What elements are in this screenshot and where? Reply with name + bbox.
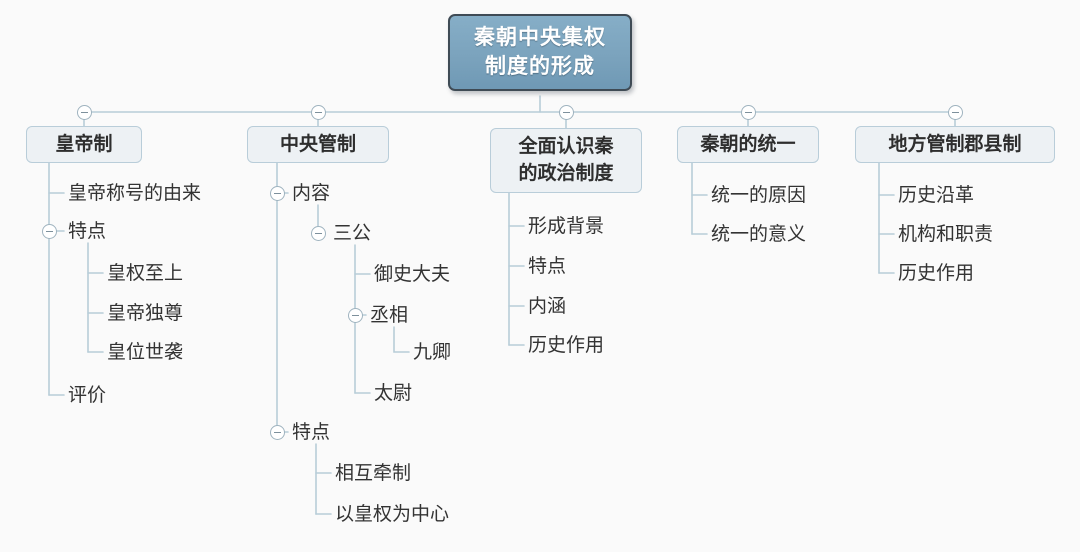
leaf-huangwei-shixi[interactable]: 皇位世袭 <box>107 341 184 363</box>
leaf-jigou-he-zhize[interactable]: 机构和职责 <box>898 223 994 245</box>
collapse-minus-icon-chengxiang[interactable] <box>348 308 363 323</box>
leaf-tongyi-yiyi[interactable]: 统一的意义 <box>711 223 807 245</box>
root-title-line-2: 制度的形成 <box>485 54 595 78</box>
leaf-chengxiang[interactable]: 丞相 <box>370 304 409 326</box>
collapse-minus-icon-sangong[interactable] <box>311 226 326 241</box>
leaf-xianghu-qianzhi[interactable]: 相互牵制 <box>335 462 412 484</box>
collapse-minus-icon-neirong[interactable] <box>270 186 285 201</box>
branch-label-line-1: 全面认识秦 <box>518 135 614 157</box>
branch-label: 秦朝的统一 <box>700 133 796 155</box>
collapse-minus-icon-tedian-2[interactable] <box>270 425 285 440</box>
leaf-tedian-1[interactable]: 特点 <box>68 220 107 242</box>
collapse-minus-icon-branch-2[interactable] <box>311 105 326 120</box>
root-title-line-1: 秦朝中央集权 <box>474 25 606 49</box>
leaf-pingjia[interactable]: 评价 <box>68 384 107 406</box>
root-node[interactable]: 秦朝中央集权 制度的形成 <box>448 14 632 91</box>
collapse-minus-icon-branch-4[interactable] <box>741 105 756 120</box>
branch-label: 中央管制 <box>279 133 356 155</box>
branch-node-zhongyang-guanzhi[interactable]: 中央管制 <box>247 126 389 163</box>
leaf-jiuqing[interactable]: 九卿 <box>413 341 452 363</box>
leaf-tedian-3[interactable]: 特点 <box>528 255 567 277</box>
leaf-neihan[interactable]: 内涵 <box>528 295 567 317</box>
branch-label-line-2: 的政治制度 <box>518 162 614 184</box>
leaf-huangquan-zhishang[interactable]: 皇权至上 <box>107 262 184 284</box>
leaf-yi-huangquan-wei-zhongxin[interactable]: 以皇权为中心 <box>335 503 450 525</box>
leaf-tedian-2[interactable]: 特点 <box>292 421 331 443</box>
collapse-minus-icon-tedian-1[interactable] <box>42 224 57 239</box>
branch-node-difang-guanzhi-junxianzhi[interactable]: 地方管制郡县制 <box>855 126 1055 163</box>
branch-node-qinchao-tongyi[interactable]: 秦朝的统一 <box>677 126 819 163</box>
leaf-xingcheng-beijing[interactable]: 形成背景 <box>528 215 605 237</box>
collapse-minus-icon-branch-3[interactable] <box>559 105 574 120</box>
leaf-neirong[interactable]: 内容 <box>292 182 331 204</box>
leaf-lishi-zuoyong-2[interactable]: 历史作用 <box>898 262 975 284</box>
branch-node-huangdizhi[interactable]: 皇帝制 <box>26 126 142 163</box>
collapse-minus-icon-branch-5[interactable] <box>948 105 963 120</box>
leaf-lishi-zuoyong-1[interactable]: 历史作用 <box>528 334 605 356</box>
leaf-tongyi-yuanyin[interactable]: 统一的原因 <box>711 184 807 206</box>
leaf-lishi-yange[interactable]: 历史沿革 <box>898 184 975 206</box>
leaf-taiwei[interactable]: 太尉 <box>374 382 413 404</box>
branch-label: 地方管制郡县制 <box>888 133 1022 155</box>
leaf-huangdi-duzun[interactable]: 皇帝独尊 <box>107 302 184 324</box>
leaf-huangdi-chenghao-youlai[interactable]: 皇帝称号的由来 <box>68 182 202 204</box>
leaf-yushi-dafu[interactable]: 御史大夫 <box>374 263 451 285</box>
branch-node-quanmian-renshi-qin[interactable]: 全面认识秦 的政治制度 <box>490 128 642 193</box>
leaf-sangong[interactable]: 三公 <box>333 222 372 244</box>
collapse-minus-icon-branch-1[interactable] <box>77 105 92 120</box>
branch-label: 皇帝制 <box>55 133 113 155</box>
